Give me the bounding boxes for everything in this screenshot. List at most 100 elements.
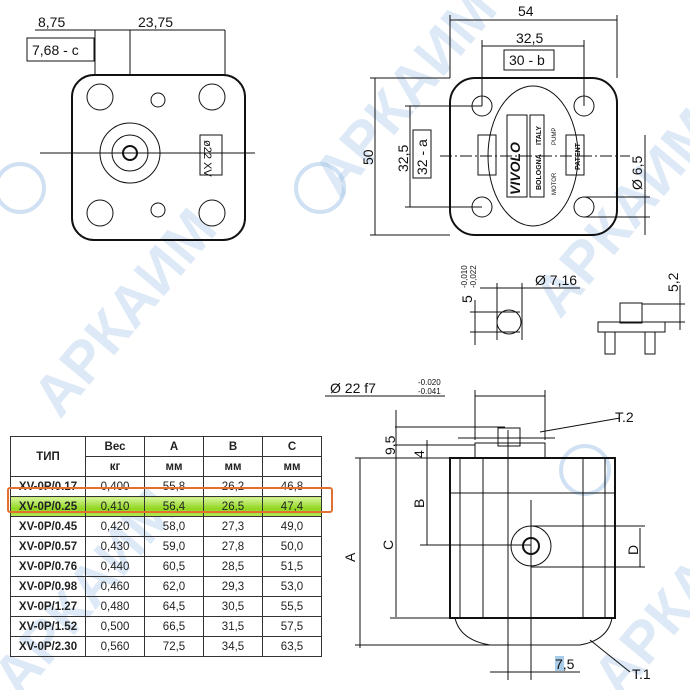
unit: мм [203,456,263,477]
cell-value: 50,0 [262,536,322,557]
svg-text:-0,010: -0,010 [460,265,469,288]
cell-value: 31,5 [203,616,263,637]
cell-value: 0,440 [85,556,145,577]
cell-value: 0,460 [85,576,145,597]
dim-a: A [342,552,358,562]
dim-dia-7-16: Ø 7,16 [535,272,577,288]
unit: мм [262,456,322,477]
svg-text:АРКАИМ: АРКАИМ [520,97,690,329]
front-view: 8,75 23,75 7,68 - c ø22 XV [26,14,255,241]
cell-value: 0,430 [85,536,145,557]
dim-54: 54 [518,3,534,19]
svg-text:BOLOGNA: BOLOGNA [536,154,543,190]
cell-type: XV-0P/0.98 [10,576,86,597]
cell-value: 59,0 [144,536,204,557]
dim-b: B [411,499,427,508]
dim-50: 50 [360,149,376,165]
highlighted-row-outline [7,487,333,513]
cell-type: XV-0P/0.76 [10,556,86,577]
dim-32-5-h: 32,5 [516,30,543,46]
marking-text: ø22 XV [201,140,213,177]
cell-value: 66,5 [144,616,204,637]
cell-value: 0,480 [85,596,145,617]
box-32-a: 32 - a [414,139,430,175]
dim-5: 5 [459,295,475,303]
side-view: Ø 22 f7 -0.020 -0.041 T.2 9,5 4 B C [325,378,651,682]
svg-text:PUMP: PUMP [552,128,558,145]
cell-value: 49,0 [262,516,322,537]
label-t1: T.1 [632,666,651,682]
cell-value: 51,5 [262,556,322,577]
dim-5-2: 5,2 [665,272,681,292]
cell-value: 34,5 [203,636,263,657]
cell-value: 53,0 [262,576,322,597]
svg-text:АРКАИМ: АРКАИМ [580,477,690,690]
cell-type: XV-0P/1.27 [10,596,86,617]
cell-type: XV-0P/0.45 [10,516,86,537]
cell-value: 29,3 [203,576,263,597]
box-7-68-c: 7,68 - c [32,42,79,58]
header-c: C [262,436,322,457]
dim-dia-6-5: Ø 6,5 [629,156,645,190]
cell-value: 0,500 [85,616,145,637]
cell-type: XV-0P/0.57 [10,536,86,557]
cell-value: 63,5 [262,636,322,657]
svg-text:MOTOR: MOTOR [552,172,558,195]
pin-detail: 5 -0,010 -0,022 Ø 7,16 [459,265,580,345]
box-30-b: 30 - b [509,52,545,68]
dim-d: D [625,545,641,555]
cell-value: 46,8 [262,476,322,497]
svg-text:-0,022: -0,022 [469,265,478,288]
svg-text:АРКАИМ: АРКАИМ [20,197,229,429]
cell-value: 30,5 [203,596,263,617]
dim-23-75: 23,75 [138,14,173,30]
cell-value: 0,560 [85,636,145,657]
cell-value: 57,5 [262,616,322,637]
cell-type: XV-0P/0.17 [10,476,86,497]
section-detail: 5,2 [597,272,685,355]
dim-shaft-22-f7: Ø 22 f7 [330,380,376,396]
cell-value: 27,3 [203,516,263,537]
dim-8-75: 8,75 [38,14,65,30]
dim-32-5-v: 32,5 [395,145,411,172]
header-type: ТИП [10,436,86,477]
brand-text: VIVOLO [507,142,523,195]
cell-value: 27,8 [203,536,263,557]
rear-view: VIVOLO BOLOGNA ITALY PUMP MOTOR PATENT 5… [360,3,650,236]
label-t2: T.2 [615,409,634,425]
header-b: B [203,436,263,457]
cell-value: 55,5 [262,596,322,617]
cell-value: 60,5 [144,556,204,577]
cell-value: 28,5 [203,556,263,577]
cell-value: 0,420 [85,516,145,537]
svg-text:-0.020: -0.020 [418,378,441,387]
unit: мм [144,456,204,477]
cell-value: 64,5 [144,596,204,617]
svg-text:PATENT: PATENT [575,142,582,170]
cell-type: XV-0P/1.52 [10,616,86,637]
svg-text:ITALY: ITALY [536,126,543,145]
dim-9-5: 9,5 [382,435,398,455]
dim-c: C [380,540,396,550]
header-weight: Вес [85,436,145,457]
cell-value: 58,0 [144,516,204,537]
dim-4: 4 [411,450,427,458]
header-a: A [144,436,204,457]
unit: кг [85,456,145,477]
svg-text:-0.041: -0.041 [418,387,441,396]
cell-value: 0,400 [85,476,145,497]
cell-value: 72,5 [144,636,204,657]
cell-value: 62,0 [144,576,204,597]
dim-7-5: 7,5 [555,656,575,672]
svg-text:АРКАИМ: АРКАИМ [300,0,509,208]
cell-type: XV-0P/2.30 [10,636,86,657]
